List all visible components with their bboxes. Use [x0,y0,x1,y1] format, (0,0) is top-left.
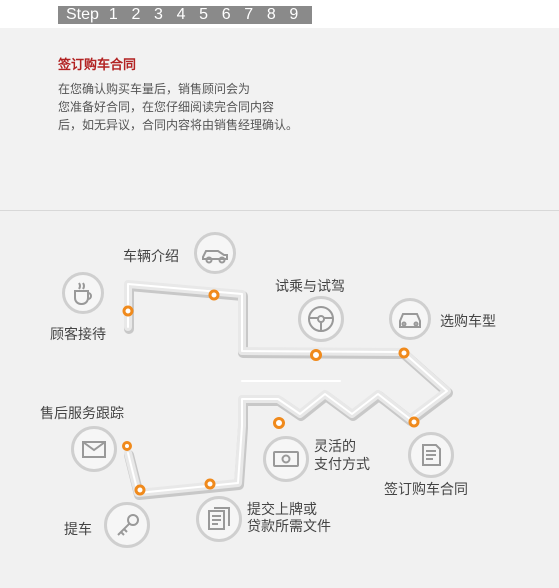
flow-path [122,280,453,500]
envelope-icon[interactable] [71,426,117,472]
step-7[interactable]: 7 [244,6,254,23]
label-vehicle-intro: 车辆介绍 [123,248,179,264]
label-reception: 顾客接待 [50,326,106,342]
marker-pickup [134,484,146,496]
marker-select-model [398,347,410,359]
label-documents-line2: 贷款所需文件 [247,518,331,534]
car-side-icon[interactable] [194,232,236,274]
description-line: 您准备好合同，在您仔细阅读完合同内容 [58,100,275,114]
flow-markers [122,289,420,496]
coffee-icon[interactable] [62,272,104,314]
label-after-sales: 售后服务跟踪 [40,405,124,421]
step-5[interactable]: 5 [199,6,209,23]
step-8[interactable]: 8 [266,6,276,23]
step-9[interactable]: 9 [289,6,299,23]
car-front-icon[interactable] [389,298,431,340]
marker-payment [273,417,285,429]
marker-test-drive [310,349,322,361]
label-test-drive: 试乘与试驾 [275,278,345,294]
description-line: 后，如无异议，合同内容将由销售经理确认。 [58,118,299,132]
step-4[interactable]: 4 [176,6,186,23]
step-6[interactable]: 6 [221,6,231,23]
step-indicator: Step 1 2 3 4 5 6 7 8 9 [58,6,312,24]
label-pickup: 提车 [64,521,92,537]
label-select-model: 选购车型 [440,313,496,329]
step-2[interactable]: 2 [131,6,141,23]
label-payment-line1: 灵活的 [314,438,356,454]
marker-documents [204,478,216,490]
marker-reception [122,305,134,317]
documents-icon[interactable] [196,496,242,542]
contract-icon[interactable] [408,432,454,478]
key-icon[interactable] [104,502,150,548]
money-icon[interactable] [263,436,309,482]
marker-vehicle-intro [208,289,220,301]
label-payment-line2: 支付方式 [314,456,370,472]
step-3[interactable]: 3 [154,6,163,23]
marker-sign-contract [408,416,420,428]
marker-after-sales [122,441,132,451]
steering-wheel-icon[interactable] [298,296,344,342]
description-line: 在您确认购买车量后，销售顾问会为 [58,82,251,96]
description-panel [0,28,559,210]
step-description: 在您确认购买车量后，销售顾问会为 您准备好合同，在您仔细阅读完合同内容 后，如无… [58,80,378,134]
label-documents-line1: 提交上牌或 [247,501,317,517]
section-divider [0,210,559,211]
step-1[interactable]: 1 [108,6,118,23]
label-sign-contract: 签订购车合同 [384,481,468,497]
step-word: Step [66,6,99,23]
step-title: 签订购车合同 [58,57,137,72]
